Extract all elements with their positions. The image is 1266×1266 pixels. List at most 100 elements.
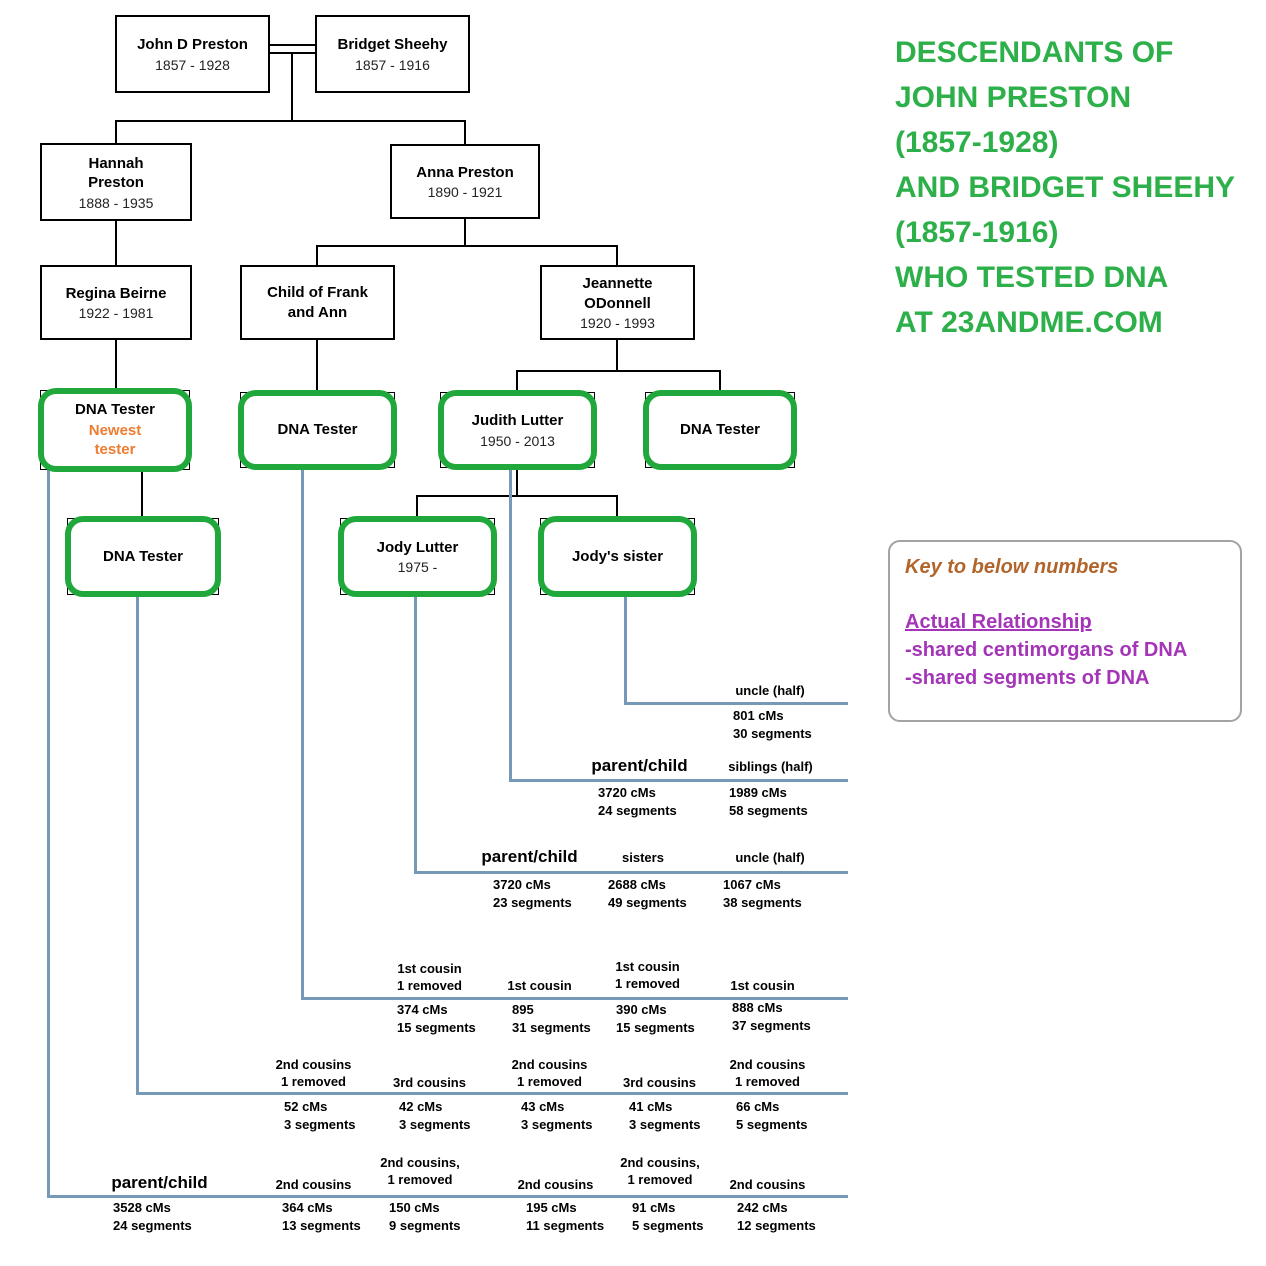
tree-connector bbox=[464, 120, 466, 146]
tree-connector bbox=[516, 468, 518, 497]
relationship-label: 2nd cousins bbox=[275, 1177, 352, 1192]
relationship-label: 2nd cousins 1 removed bbox=[275, 1057, 352, 1089]
relationship-label: uncle (half) bbox=[735, 683, 805, 698]
relationship-values: 888 cMs 37 segments bbox=[732, 999, 811, 1035]
person-dates: 1922 - 1981 bbox=[78, 305, 154, 322]
dna-relationship-line bbox=[136, 1092, 848, 1095]
relationship-label: sisters bbox=[622, 850, 664, 865]
relationship-values: 3720 cMs 23 segments bbox=[493, 876, 572, 912]
tester-box-odonnell-line: DNA Tester bbox=[643, 390, 797, 470]
cms-value: 888 cMs bbox=[732, 1000, 783, 1015]
cms-value: 41 cMs bbox=[629, 1099, 673, 1114]
cms-value: 1067 cMs bbox=[723, 877, 781, 892]
legend-relationship-label: Actual Relationship bbox=[905, 611, 1092, 633]
cms-value: 43 cMs bbox=[521, 1099, 565, 1114]
dna-tester-frame: DNA Tester bbox=[238, 390, 397, 470]
legend-item: -shared segments of DNA bbox=[905, 667, 1150, 689]
person-name: Hannah Preston bbox=[88, 154, 144, 192]
segments-value: 5 segments bbox=[632, 1218, 704, 1234]
relationship-label: parent/child bbox=[481, 847, 578, 866]
tree-connector bbox=[291, 54, 293, 122]
newest-tester-note: Newest tester bbox=[88, 421, 142, 459]
person-name: Jody's sister bbox=[571, 547, 664, 565]
person-name: John D Preston bbox=[137, 36, 248, 54]
segments-value: 3 segments bbox=[629, 1117, 701, 1133]
relationship-label: 1st cousin 1 removed bbox=[396, 961, 463, 993]
person-box-jeannette-odonnell: Jeannette ODonnell 1920 - 1993 bbox=[540, 265, 695, 340]
person-name: Jeannette ODonnell bbox=[582, 275, 653, 312]
tree-connector bbox=[316, 245, 318, 267]
relationship-values: 66 cMs 5 segments bbox=[736, 1098, 808, 1134]
relationship-label: parent/child bbox=[111, 1173, 208, 1192]
dna-relationship-line bbox=[414, 871, 848, 874]
cms-value: 801 cMs bbox=[733, 708, 784, 723]
dna-tester-frame: Judith Lutter 1950 - 2013 bbox=[438, 390, 597, 470]
dna-relationship-line bbox=[509, 779, 848, 782]
person-box-john-d-preston: John D Preston 1857 - 1928 bbox=[115, 15, 270, 93]
cms-value: 3720 cMs bbox=[493, 877, 551, 892]
relationship-values: 390 cMs 15 segments bbox=[616, 1001, 695, 1037]
cms-value: 390 cMs bbox=[616, 1002, 667, 1017]
relationship-label: 3rd cousins bbox=[623, 1075, 696, 1090]
dna-tester-frame: DNA Tester bbox=[643, 390, 797, 470]
cms-value: 242 cMs bbox=[737, 1200, 788, 1215]
tree-connector bbox=[316, 340, 318, 394]
person-dates: 1920 - 1993 bbox=[580, 315, 655, 331]
relationship-label: 1st cousin bbox=[730, 978, 795, 993]
tree-connector bbox=[416, 495, 618, 497]
tree-connector bbox=[416, 495, 418, 520]
tree-connector bbox=[115, 120, 466, 122]
diagram-title: DESCENDANTS OF JOHN PRESTON (1857-1928) … bbox=[895, 36, 1236, 339]
dna-tester-frame: DNA Tester bbox=[65, 516, 221, 597]
legend-heading: Key to below numbers bbox=[905, 556, 1119, 578]
segments-value: 15 segments bbox=[616, 1020, 695, 1036]
tree-connector bbox=[516, 370, 518, 394]
dna-relationship-line bbox=[509, 468, 512, 782]
relationship-values: 41 cMs 3 segments bbox=[629, 1098, 701, 1134]
relationship-values: 52 cMs 3 segments bbox=[284, 1098, 356, 1134]
person-name: Regina Beirne bbox=[65, 284, 167, 302]
tester-box-gen5: DNA Tester bbox=[65, 516, 221, 597]
person-dates: 1975 - bbox=[397, 559, 438, 576]
relationship-label: 2nd cousins bbox=[517, 1177, 594, 1192]
tester-box-frank-ann-line: DNA Tester bbox=[238, 390, 397, 470]
dna-relationship-line bbox=[624, 595, 627, 705]
dna-relationship-line bbox=[624, 702, 848, 705]
person-box-bridget-sheehy: Bridget Sheehy 1857 - 1916 bbox=[315, 15, 470, 93]
person-dates: 1857 - 1928 bbox=[155, 56, 230, 73]
dna-relationship-line bbox=[136, 595, 139, 1095]
relationship-values: 1989 cMs 58 segments bbox=[729, 784, 808, 820]
relationship-label: 1st cousin bbox=[507, 978, 572, 993]
tester-box-judith-lutter: Judith Lutter 1950 - 2013 bbox=[438, 390, 597, 470]
relationship-label: parent/child bbox=[591, 756, 688, 775]
legend: Key to below numbers Actual Relationship… bbox=[888, 540, 1242, 722]
relationship-values: 895 31 segments bbox=[512, 1001, 591, 1037]
person-box-hannah-preston: Hannah Preston 1888 - 1935 bbox=[40, 143, 192, 221]
segments-value: 15 segments bbox=[397, 1020, 476, 1036]
relationship-values: 42 cMs 3 segments bbox=[399, 1098, 471, 1134]
dna-relationship-line bbox=[414, 595, 417, 874]
relationship-values: 364 cMs 13 segments bbox=[282, 1199, 361, 1235]
relationship-label: 2nd cousins 1 removed bbox=[729, 1057, 806, 1089]
dna-relationship-line bbox=[47, 470, 50, 1198]
dna-tester-frame: DNA Tester Newest tester bbox=[38, 388, 192, 472]
person-dates: 1950 - 2013 bbox=[480, 432, 555, 449]
relationship-values: 801 cMs 30 segments bbox=[733, 707, 812, 743]
segments-value: 9 segments bbox=[389, 1218, 461, 1234]
relationship-values: 374 cMs 15 segments bbox=[397, 1001, 476, 1037]
cms-value: 195 cMs bbox=[526, 1200, 577, 1215]
segments-value: 3 segments bbox=[284, 1117, 356, 1133]
person-dates: 1890 - 1921 bbox=[427, 184, 503, 201]
segments-value: 24 segments bbox=[598, 803, 677, 819]
cms-value: 3720 cMs bbox=[598, 785, 656, 800]
dna-relationship-line bbox=[301, 997, 848, 1000]
segments-value: 3 segments bbox=[399, 1117, 471, 1133]
segments-value: 12 segments bbox=[737, 1218, 816, 1234]
segments-value: 37 segments bbox=[732, 1018, 811, 1034]
relationship-label: 2nd cousins, 1 removed bbox=[380, 1155, 460, 1187]
relationship-label: siblings (half) bbox=[728, 759, 813, 774]
person-name: DNA Tester bbox=[679, 421, 761, 439]
segments-value: 3 segments bbox=[521, 1117, 593, 1133]
segments-value: 24 segments bbox=[113, 1218, 192, 1234]
relationship-values: 1067 cMs 38 segments bbox=[723, 876, 802, 912]
